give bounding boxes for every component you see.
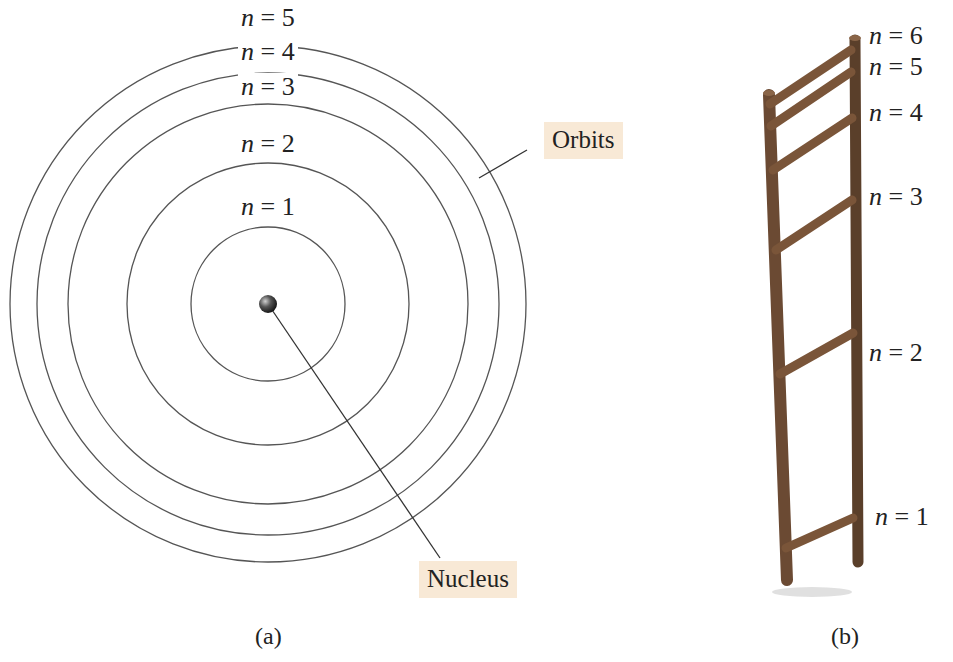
callout-text: Nucleus bbox=[419, 561, 517, 598]
leader-line bbox=[479, 150, 527, 178]
level-label: n = 3 bbox=[866, 183, 926, 212]
level-label: n = 5 bbox=[238, 4, 298, 33]
panel-label: (a) bbox=[252, 623, 285, 649]
level-label: n = 4 bbox=[238, 38, 298, 67]
level-label: n = 4 bbox=[866, 99, 926, 128]
level-label: n = 5 bbox=[866, 53, 926, 82]
level-label: n = 1 bbox=[238, 193, 298, 222]
nucleus-sphere bbox=[259, 295, 277, 313]
level-label: n = 3 bbox=[238, 73, 298, 102]
callout-box: Nucleus bbox=[419, 561, 517, 598]
level-label: n = 6 bbox=[866, 22, 926, 51]
level-label: n = 2 bbox=[238, 130, 298, 159]
level-label: n = 1 bbox=[872, 503, 932, 532]
ladder-shadow bbox=[772, 587, 852, 597]
level-label: n = 2 bbox=[866, 339, 926, 368]
ladder bbox=[763, 35, 861, 580]
leader-line bbox=[268, 304, 440, 558]
panel-label: (b) bbox=[828, 623, 862, 649]
orbit-circles bbox=[10, 46, 526, 562]
callout-text: Orbits bbox=[544, 122, 623, 159]
callout-box: Orbits bbox=[544, 122, 623, 159]
